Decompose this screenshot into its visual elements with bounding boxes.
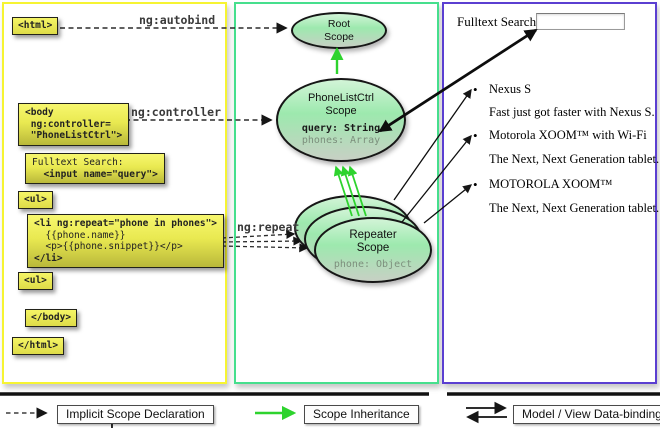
phonelistctrl-line1: PhoneListCtrl (307, 92, 375, 105)
code-line: "PhoneListCtrl"> (25, 130, 123, 142)
root-scope-line1: Root (327, 18, 351, 31)
phones-property: phones: Array (301, 135, 381, 147)
code-line: <input name="query"> (32, 168, 158, 180)
view-search-input[interactable] (536, 13, 625, 30)
root-scope-line2: Scope (324, 30, 354, 43)
legend-implicit-scope-box: Implicit Scope Declaration (57, 405, 214, 424)
query-property: query: String (301, 122, 381, 134)
bullet-icon: • (473, 177, 478, 192)
code-line: </li> (34, 252, 63, 264)
inheritance-arrow-repeater-3 (347, 165, 367, 217)
body-close-tag-box: </body> (25, 309, 78, 327)
binding-arrow-item-3 (423, 184, 473, 224)
code-line: <html> (18, 20, 53, 31)
legend-data-binding-box: Model / View Data-binding (513, 405, 660, 424)
view-search-label: Fulltext Search: (457, 14, 540, 29)
controller-label: ng:controller (131, 105, 222, 119)
repeat-arrow-1 (221, 229, 296, 239)
code-line: <ul> (24, 194, 47, 205)
ul-close-tag-box: <ul> (18, 272, 53, 290)
ul-open-tag-box: <ul> (18, 191, 53, 209)
repeater-line1: Repeater (349, 228, 397, 241)
body-open-tag-box: <body ng:controller= "PhoneListCtrl"> (18, 103, 130, 146)
bullet-icon: • (473, 128, 478, 143)
code-line: <body (25, 107, 54, 118)
repeat-arrow-3 (221, 243, 309, 253)
code-line: ng:controller= (25, 118, 111, 130)
code-line: </html> (18, 340, 59, 351)
repeat-label: ng:repeat (237, 220, 300, 234)
code-line: </body> (31, 312, 72, 323)
view-item-desc: The Next, Next Generation tablet. (489, 152, 660, 166)
code-line: Fulltext Search: (32, 157, 124, 168)
html-close-tag-box: </html> (12, 337, 65, 355)
html-open-tag-box: <html> (12, 17, 59, 35)
phonelistctrl-line2: Scope (325, 105, 357, 117)
code-line: <li ng:repeat="phone in phones"> (34, 218, 218, 229)
fulltext-search-code-box: Fulltext Search: <input name="query"> (25, 153, 165, 185)
repeater-scope-ellipse-front: Repeater Scope phone: Object (314, 217, 432, 283)
repeat-arrow-2 (221, 236, 303, 246)
code-line: <p>{{phone.snippet}}</p> (34, 241, 183, 253)
inheritance-arrow-repeater-2 (340, 165, 360, 217)
legend-scope-inheritance-box: Scope Inheritance (304, 405, 419, 424)
phone-property: phone: Object (333, 258, 413, 270)
binding-arrow-item-2 (401, 134, 472, 223)
view-item-desc: The Next, Next Generation tablet. (489, 201, 660, 215)
code-line: {{phone.name}} (34, 229, 126, 241)
binding-arrow-query-input (378, 28, 538, 133)
li-repeat-code-box: <li ng:repeat="phone in phones"> {{phone… (27, 214, 225, 269)
repeater-line2: Scope (356, 242, 390, 255)
inheritance-arrow-repeater-1 (333, 165, 353, 217)
view-item-title: MOTOROLA XOOM™ (489, 177, 613, 191)
autobind-label: ng:autobind (139, 13, 216, 27)
code-line: <ul> (24, 275, 47, 286)
binding-arrow-item-1 (393, 88, 472, 201)
